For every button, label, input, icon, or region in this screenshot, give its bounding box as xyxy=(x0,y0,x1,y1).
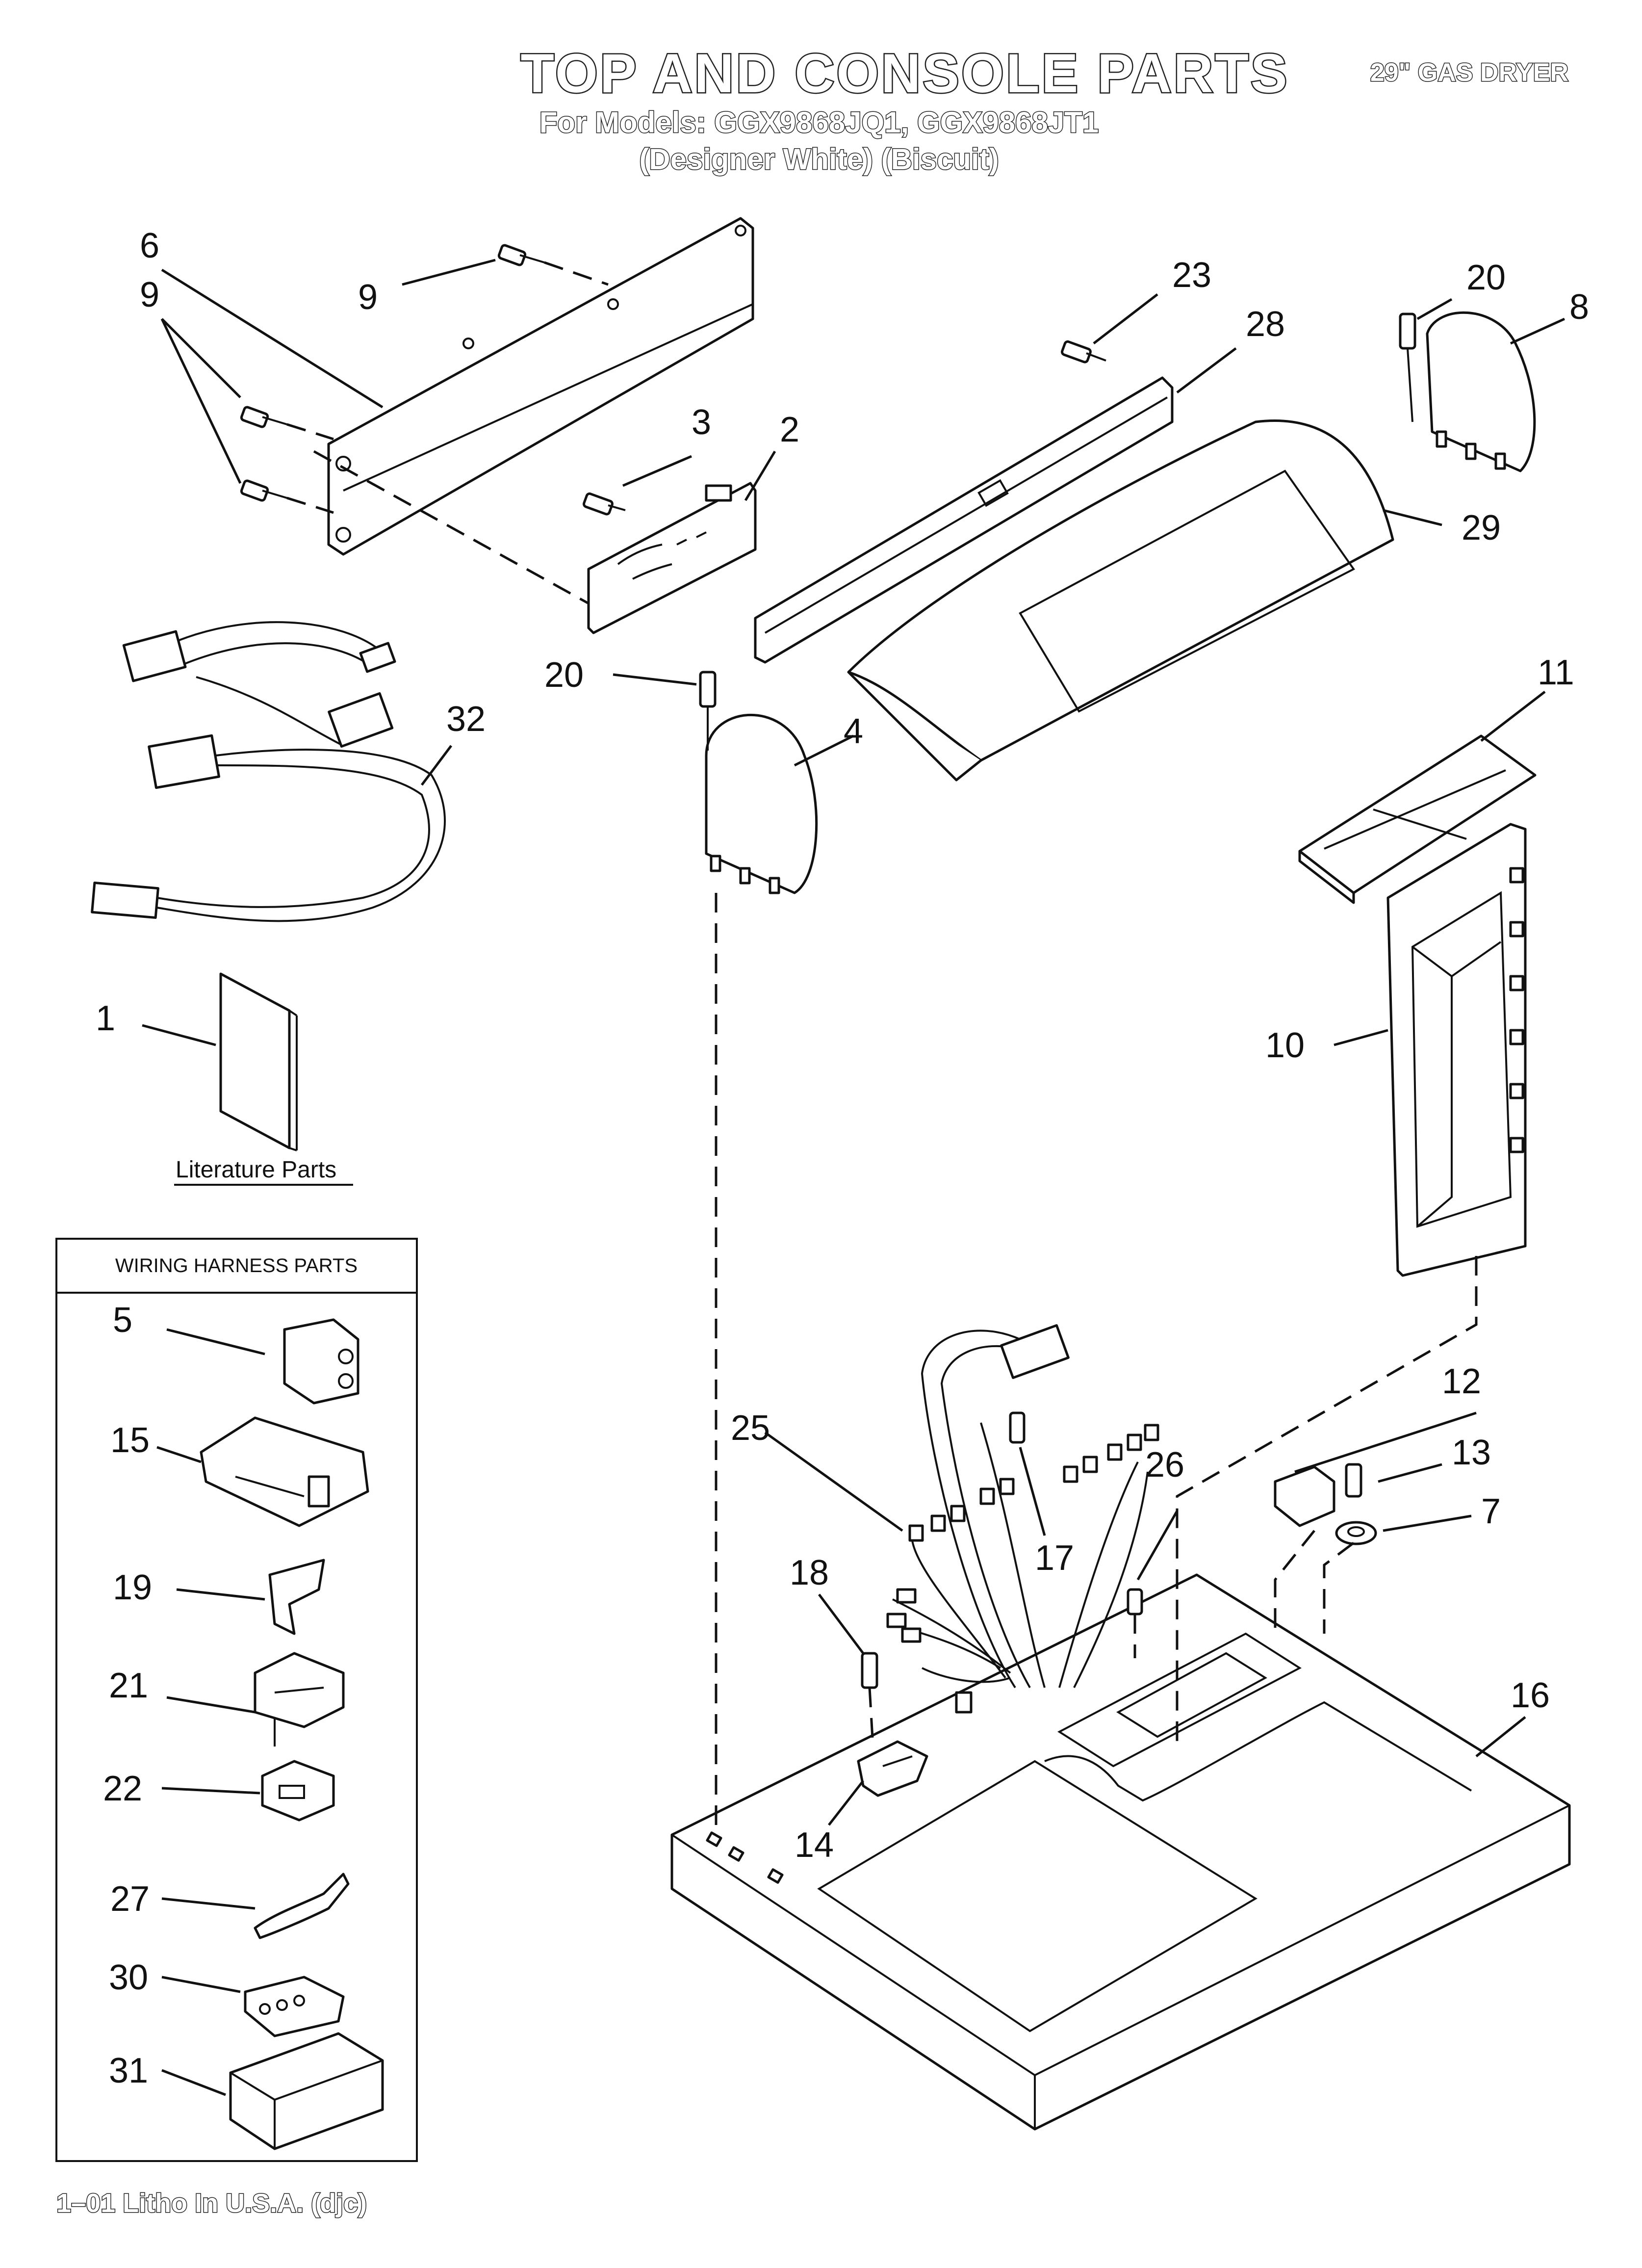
callout-9-top: 9 xyxy=(358,278,378,317)
rear-console-bracket xyxy=(327,217,754,556)
callout-17: 17 xyxy=(1035,1538,1074,1578)
top-wire-harness xyxy=(886,1324,1159,1714)
screw-23 xyxy=(1061,340,1106,364)
connector-30 xyxy=(244,1976,345,2037)
callout-7: 7 xyxy=(1481,1492,1501,1531)
screw-20-left xyxy=(699,671,717,751)
callout-4: 4 xyxy=(844,712,863,751)
screw-18 xyxy=(861,1652,878,1747)
screw-13 xyxy=(1345,1463,1362,1498)
callout-32: 32 xyxy=(446,700,486,739)
bracket-14 xyxy=(857,1740,928,1797)
callout-10: 10 xyxy=(1265,1026,1305,1065)
terminal-27 xyxy=(254,1873,350,1939)
callout-26: 26 xyxy=(1145,1445,1184,1485)
screw-9-left-upper xyxy=(240,406,334,441)
models-subtitle: For Models: GGX9868JQ1, GGX9868JT1 xyxy=(539,105,1099,140)
callout-15: 15 xyxy=(110,1421,150,1460)
callout-11: 11 xyxy=(1538,653,1574,692)
literature-booklet xyxy=(219,972,298,1151)
harness-box-title: WIRING HARNESS PARTS xyxy=(115,1255,358,1277)
connector-5 xyxy=(283,1318,359,1405)
screw-9-left-lower xyxy=(240,479,334,514)
connector-21 xyxy=(254,1652,345,1747)
connector-19 xyxy=(268,1559,325,1635)
product-label: 29" GAS DRYER xyxy=(1369,58,1569,88)
door-switch-12 xyxy=(1274,1465,1335,1527)
page-title: TOP AND CONSOLE PARTS xyxy=(519,42,1289,105)
align-line-7 xyxy=(1323,1542,1355,1634)
callout-27: 27 xyxy=(110,1879,150,1919)
lint-filter-cover-11 xyxy=(1298,734,1537,904)
callout-29: 29 xyxy=(1462,508,1501,547)
connector-15 xyxy=(200,1416,369,1527)
litho-footer: 1–01 Litho In U.S.A. (djc) xyxy=(55,2188,367,2219)
callout-30: 30 xyxy=(109,1958,148,1997)
literature-parts-label: Literature Parts xyxy=(176,1157,336,1183)
connector-22 xyxy=(261,1760,335,1822)
control-console-29 xyxy=(847,419,1394,782)
callout-3: 3 xyxy=(692,403,711,442)
control-board xyxy=(587,482,757,634)
screw-26 xyxy=(1127,1588,1143,1658)
callout-31: 31 xyxy=(109,2051,148,2090)
callout-21: 21 xyxy=(109,1666,148,1705)
dryer-top-panel-16 xyxy=(670,1573,1571,2131)
callout-22: 22 xyxy=(103,1769,142,1808)
screw-20-right xyxy=(1399,313,1416,422)
callout-19: 19 xyxy=(113,1568,152,1607)
screw-9-top xyxy=(497,244,609,286)
callout-25: 25 xyxy=(731,1408,770,1448)
callout-9-left: 9 xyxy=(140,275,159,314)
callout-20-left: 20 xyxy=(544,655,584,695)
lint-screen-10 xyxy=(1386,823,1527,1277)
callout-5: 5 xyxy=(113,1301,132,1340)
callout-13: 13 xyxy=(1452,1433,1491,1472)
callout-16: 16 xyxy=(1511,1676,1550,1715)
callout-18: 18 xyxy=(790,1553,829,1592)
connector-31 xyxy=(229,2032,384,2150)
wire-harness-32 xyxy=(91,621,446,922)
callout-12: 12 xyxy=(1442,1362,1481,1401)
callout-20-right: 20 xyxy=(1466,258,1506,297)
screw-17 xyxy=(1009,1411,1026,1444)
callout-8: 8 xyxy=(1569,287,1589,327)
callout-23: 23 xyxy=(1172,256,1211,295)
colors-subtitle: (Designer White) (Biscuit) xyxy=(639,142,1000,177)
leader-lines xyxy=(142,259,1565,2096)
callout-1: 1 xyxy=(96,999,115,1038)
end-cap-left-4 xyxy=(705,714,818,894)
console-bracket-28 xyxy=(754,376,1174,664)
callout-2: 2 xyxy=(780,410,799,449)
callout-28: 28 xyxy=(1246,305,1285,344)
callout-6: 6 xyxy=(140,226,159,265)
align-line-10 xyxy=(1176,1256,1478,1747)
end-cap-right-8 xyxy=(1426,311,1536,472)
align-line-12 xyxy=(1274,1530,1315,1639)
callout-14: 14 xyxy=(795,1825,834,1865)
wiring-harness-parts-box xyxy=(55,1238,418,2162)
washer-7 xyxy=(1335,1521,1377,1545)
screw-3 xyxy=(583,492,626,516)
